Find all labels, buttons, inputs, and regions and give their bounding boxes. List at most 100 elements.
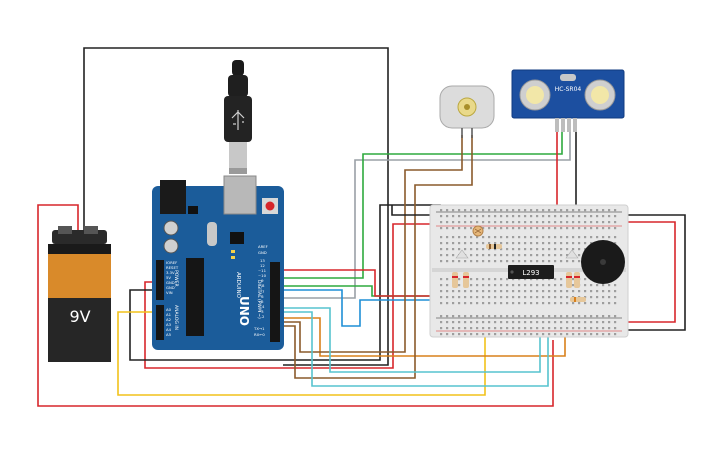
breadboard-hole[interactable] (548, 327, 551, 330)
breadboard-hole[interactable] (464, 248, 467, 251)
breadboard-hole[interactable] (554, 327, 557, 330)
breadboard-hole[interactable] (614, 236, 617, 239)
breadboard-hole[interactable] (518, 315, 521, 318)
breadboard-hole[interactable] (458, 296, 461, 299)
breadboard-hole[interactable] (524, 284, 527, 287)
breadboard-hole[interactable] (548, 302, 551, 305)
breadboard-hole[interactable] (560, 278, 563, 281)
breadboard-hole[interactable] (560, 260, 563, 263)
breadboard-hole[interactable] (596, 209, 599, 212)
breadboard-hole[interactable] (464, 242, 467, 245)
breadboard-hole[interactable] (542, 260, 545, 263)
breadboard-hole[interactable] (596, 327, 599, 330)
breadboard-hole[interactable] (464, 302, 467, 305)
breadboard-hole[interactable] (476, 254, 479, 257)
breadboard-hole[interactable] (488, 236, 491, 239)
breadboard-hole[interactable] (446, 333, 449, 336)
breadboard-hole[interactable] (596, 290, 599, 293)
breadboard-hole[interactable] (584, 227, 587, 230)
wire-bb-right-black[interactable] (620, 214, 686, 331)
breadboard-hole[interactable] (530, 296, 533, 299)
breadboard-hole[interactable] (560, 315, 563, 318)
breadboard-hole[interactable] (584, 221, 587, 224)
arduino-reset-button[interactable] (265, 201, 275, 211)
breadboard-hole[interactable] (452, 254, 455, 257)
breadboard-hole[interactable] (458, 215, 461, 218)
breadboard-hole[interactable] (572, 209, 575, 212)
breadboard-hole[interactable] (572, 260, 575, 263)
breadboard-hole[interactable] (536, 302, 539, 305)
breadboard-hole[interactable] (524, 209, 527, 212)
breadboard-hole[interactable] (512, 227, 515, 230)
breadboard-hole[interactable] (524, 260, 527, 263)
breadboard-hole[interactable] (494, 227, 497, 230)
breadboard-hole[interactable] (512, 254, 515, 257)
breadboard-hole[interactable] (524, 296, 527, 299)
breadboard-hole[interactable] (518, 284, 521, 287)
breadboard-hole[interactable] (554, 315, 557, 318)
breadboard-hole[interactable] (602, 290, 605, 293)
breadboard-hole[interactable] (452, 315, 455, 318)
breadboard-hole[interactable] (494, 221, 497, 224)
breadboard-hole[interactable] (476, 260, 479, 263)
breadboard-hole[interactable] (476, 327, 479, 330)
breadboard-hole[interactable] (542, 227, 545, 230)
breadboard-hole[interactable] (608, 209, 611, 212)
breadboard-hole[interactable] (506, 321, 509, 324)
breadboard-hole[interactable] (524, 315, 527, 318)
breadboard-hole[interactable] (494, 302, 497, 305)
breadboard-hole[interactable] (578, 321, 581, 324)
breadboard-hole[interactable] (530, 278, 533, 281)
breadboard-hole[interactable] (440, 327, 443, 330)
breadboard-hole[interactable] (566, 209, 569, 212)
breadboard-hole[interactable] (512, 302, 515, 305)
breadboard-hole[interactable] (458, 321, 461, 324)
breadboard-hole[interactable] (464, 260, 467, 263)
breadboard-hole[interactable] (440, 278, 443, 281)
breadboard-hole[interactable] (524, 254, 527, 257)
breadboard-hole[interactable] (590, 333, 593, 336)
breadboard-hole[interactable] (566, 215, 569, 218)
breadboard-hole[interactable] (452, 221, 455, 224)
breadboard-hole[interactable] (590, 327, 593, 330)
breadboard-hole[interactable] (518, 215, 521, 218)
breadboard-hole[interactable] (608, 302, 611, 305)
breadboard-hole[interactable] (494, 260, 497, 263)
breadboard-hole[interactable] (440, 321, 443, 324)
breadboard-hole[interactable] (602, 315, 605, 318)
breadboard-hole[interactable] (512, 221, 515, 224)
breadboard-hole[interactable] (446, 284, 449, 287)
breadboard-hole[interactable] (542, 242, 545, 245)
breadboard-hole[interactable] (506, 290, 509, 293)
breadboard-hole[interactable] (536, 227, 539, 230)
breadboard-hole[interactable] (560, 327, 563, 330)
breadboard-hole[interactable] (500, 209, 503, 212)
breadboard-hole[interactable] (536, 315, 539, 318)
breadboard-hole[interactable] (608, 221, 611, 224)
breadboard-hole[interactable] (440, 215, 443, 218)
breadboard-hole[interactable] (458, 209, 461, 212)
breadboard-hole[interactable] (590, 227, 593, 230)
breadboard-hole[interactable] (482, 248, 485, 251)
breadboard-hole[interactable] (572, 248, 575, 251)
breadboard-hole[interactable] (524, 221, 527, 224)
breadboard-hole[interactable] (500, 278, 503, 281)
breadboard-hole[interactable] (500, 315, 503, 318)
motor-driver-ic[interactable]: L293 (508, 265, 554, 279)
breadboard-hole[interactable] (614, 215, 617, 218)
breadboard-hole[interactable] (494, 284, 497, 287)
breadboard-hole[interactable] (548, 254, 551, 257)
breadboard-hole[interactable] (608, 327, 611, 330)
breadboard-hole[interactable] (482, 278, 485, 281)
breadboard-hole[interactable] (470, 248, 473, 251)
breadboard-hole[interactable] (518, 248, 521, 251)
breadboard-hole[interactable] (518, 302, 521, 305)
breadboard-hole[interactable] (590, 209, 593, 212)
resistor-4[interactable] (566, 272, 572, 288)
breadboard-hole[interactable] (578, 315, 581, 318)
breadboard-hole[interactable] (614, 221, 617, 224)
wire-yellow[interactable] (117, 240, 486, 396)
breadboard-hole[interactable] (572, 327, 575, 330)
breadboard-hole[interactable] (488, 302, 491, 305)
breadboard-hole[interactable] (500, 302, 503, 305)
